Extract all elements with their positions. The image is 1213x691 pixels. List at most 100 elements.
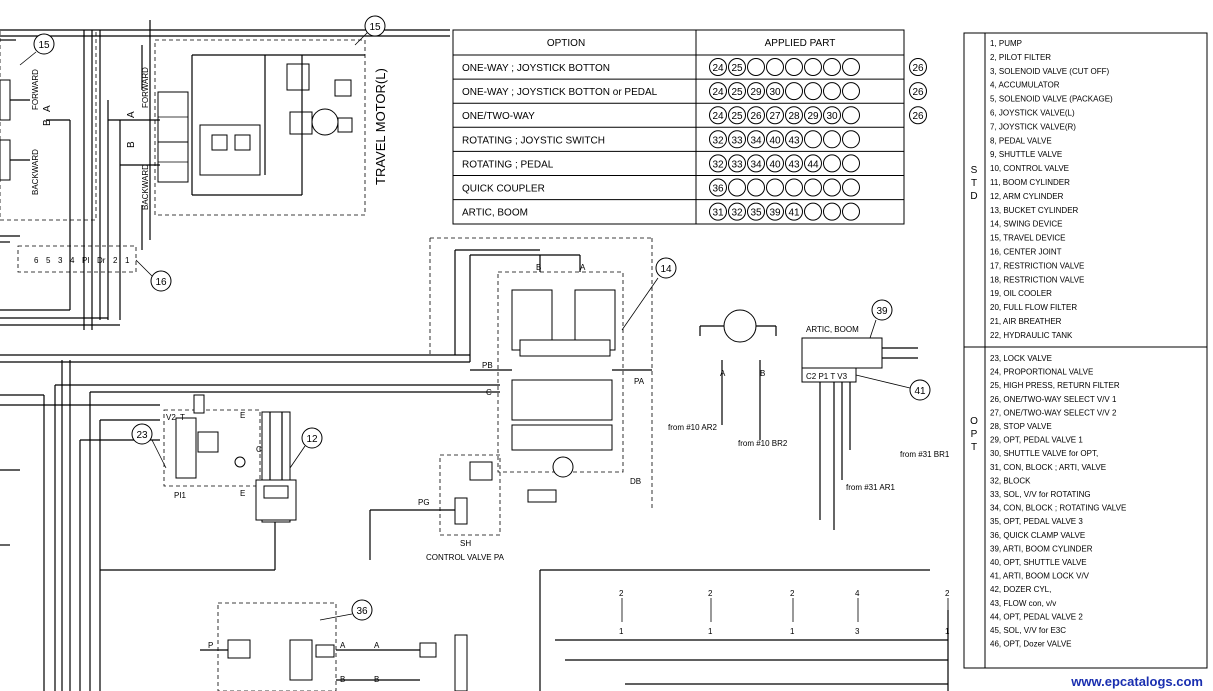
- part-circle: [785, 202, 803, 221]
- svg-text:B: B: [374, 675, 379, 684]
- svg-text:41: 41: [914, 386, 926, 397]
- cj-port-dr: Dr: [97, 256, 106, 265]
- option-name: QUICK COUPLER: [462, 184, 545, 195]
- std-letter: D: [970, 191, 977, 202]
- opt-letter: T: [971, 442, 977, 453]
- option-table: OPTION APPLIED PART ONE-WAY ; JOYSTICK B…: [452, 29, 927, 225]
- callout-15-left: 15: [19, 33, 55, 66]
- part-circle: [842, 202, 860, 221]
- std-part-item: 8, PEDAL VALVE: [990, 136, 1052, 145]
- port-a-right: A: [126, 111, 137, 118]
- part-circle: [842, 130, 860, 149]
- std-part-item: 20, FULL FLOW FILTER: [990, 303, 1077, 312]
- extra-part-number: 26: [912, 111, 924, 122]
- part-number: 33: [731, 159, 743, 170]
- part-number: 40: [769, 159, 781, 170]
- forward-label-left: FORWARD: [31, 69, 40, 110]
- svg-text:36: 36: [356, 606, 368, 617]
- part-circle: [709, 106, 727, 125]
- part-circle: [785, 130, 803, 149]
- center-joint: 6 5 3 4 PI Dr 2 1: [0, 235, 137, 273]
- svg-text:V2: V2: [166, 413, 176, 422]
- part-circle: [766, 178, 784, 197]
- std-part-item: 14, SWING DEVICE: [990, 220, 1062, 229]
- port-pair-2: 2 1: [708, 589, 713, 636]
- part-number: 32: [712, 135, 724, 146]
- cj-port-6: 6: [34, 256, 39, 265]
- std-part-item: 18, RESTRICTION VALVE: [990, 275, 1084, 284]
- part-circle: [804, 130, 822, 149]
- callout-16: 16: [135, 259, 172, 292]
- part-number: 32: [731, 208, 743, 219]
- lock-valve-23: V2 T E E C2 PI1: [163, 394, 267, 500]
- opt-part-item: 45, SOL, V/V for E3C: [990, 626, 1066, 635]
- opt-part-item: 23, LOCK VALVE: [990, 354, 1052, 363]
- travel-motor-section: FORWARD BACKWARD A B TRAVEL MOTOR(L): [107, 20, 388, 320]
- part-circle: [842, 82, 860, 101]
- opt-part-item: 25, HIGH PRESS, RETURN FILTER: [990, 381, 1120, 390]
- opt-part-item: 46, OPT, Dozer VALVE: [990, 640, 1072, 649]
- svg-text:2: 2: [619, 589, 624, 598]
- part-circle: [804, 82, 822, 101]
- part-number: 30: [769, 87, 781, 98]
- part-circle: [709, 82, 727, 101]
- opt-part-item: 29, OPT, PEDAL VALVE 1: [990, 436, 1083, 445]
- svg-text:C: C: [486, 388, 492, 397]
- part-number: 27: [769, 111, 781, 122]
- part-number: 35: [750, 208, 762, 219]
- callout-12: 12: [289, 427, 323, 469]
- part-circle: [842, 178, 860, 197]
- opt-part-item: 33, SOL, V/V for ROTATING: [990, 490, 1091, 499]
- std-part-item: 2, PILOT FILTER: [990, 53, 1051, 62]
- std-letter: T: [971, 178, 977, 189]
- opt-part-item: 32, BLOCK: [990, 476, 1031, 485]
- part-number: 34: [750, 135, 762, 146]
- artic-boom: ARTIC, BOOM C2 P1 T V3 from #31 AR1 from…: [801, 325, 950, 530]
- part-number: 29: [750, 87, 762, 98]
- part-circle: [728, 202, 746, 221]
- backward-label-right: BACKWARD: [141, 164, 150, 210]
- option-name: ARTIC, BOOM: [462, 208, 528, 219]
- svg-text:12: 12: [306, 434, 318, 445]
- part-circle: [823, 202, 841, 221]
- svg-text:PG: PG: [418, 498, 430, 507]
- part-circle: [823, 154, 841, 173]
- extra-part-number: 26: [912, 63, 924, 74]
- opt-part-item: 31, CON, BLOCK ; ARTI, VALVE: [990, 463, 1106, 472]
- swing-device-14: B A PB PA C DB: [470, 255, 652, 486]
- svg-text:from #31 AR1: from #31 AR1: [846, 483, 895, 492]
- part-circle: [785, 58, 803, 76]
- option-motor: A B from #10 AR2 from #10 BR2: [668, 309, 788, 448]
- part-circle: [823, 130, 841, 149]
- part-circle: [766, 58, 784, 76]
- part-circle: [785, 82, 803, 101]
- part-circle: [804, 58, 822, 76]
- port-pair-5: 2 1: [945, 589, 950, 636]
- svg-text:14: 14: [660, 264, 672, 275]
- opt-letter: O: [970, 416, 978, 427]
- part-number: 24: [712, 63, 724, 74]
- part-circle: [785, 106, 803, 125]
- option-name: ONE-WAY ; JOYSTICK BOTTON: [462, 63, 610, 74]
- std-part-item: 7, JOYSTICK VALVE(R): [990, 122, 1076, 131]
- part-number: 41: [788, 208, 800, 219]
- part-number: 43: [788, 135, 800, 146]
- opt-part-item: 26, ONE/TWO-WAY SELECT V/V 1: [990, 395, 1117, 404]
- svg-text:2: 2: [708, 589, 713, 598]
- svg-text:PI1: PI1: [174, 491, 187, 500]
- part-circle: [709, 130, 727, 149]
- part-circle: [747, 130, 765, 149]
- opt-part-item: 36, QUICK CLAMP VALVE: [990, 531, 1085, 540]
- part-circle: [823, 58, 841, 76]
- callout-14: 14: [621, 257, 677, 331]
- part-number: 44: [807, 159, 819, 170]
- std-part-item: 19, OIL COOLER: [990, 289, 1052, 298]
- part-circle: [709, 178, 727, 197]
- std-part-item: 11, BOOM CYLINDER: [990, 178, 1070, 187]
- part-number: 24: [712, 111, 724, 122]
- extra-part-circle: [909, 58, 927, 76]
- port-a-left: A: [42, 105, 53, 112]
